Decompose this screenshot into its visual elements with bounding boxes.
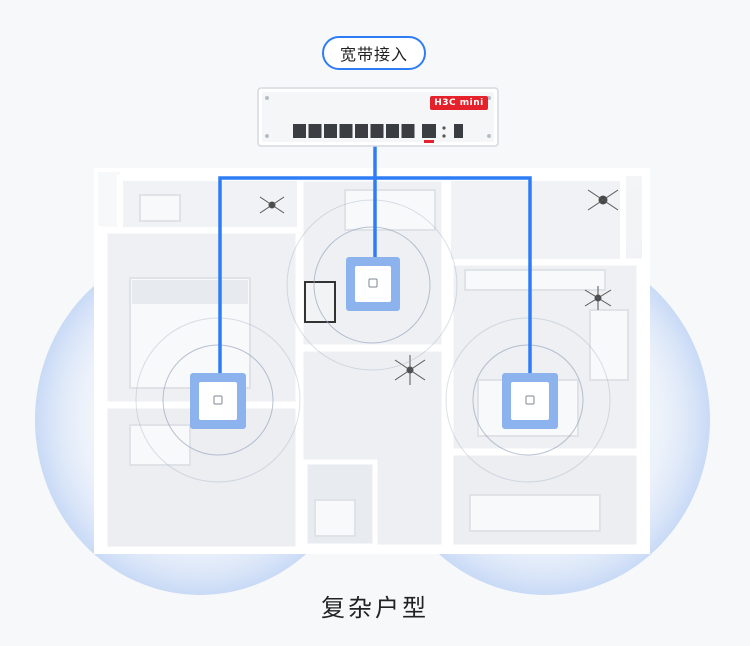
line-to-left-ap: [218, 176, 375, 376]
cabinet: [589, 309, 629, 381]
desk: [129, 424, 191, 466]
lan-port: [370, 124, 384, 138]
brand-logo: H3C mini: [430, 96, 488, 110]
kitchen-counter: [464, 269, 606, 291]
ethernet-lines: [218, 146, 532, 376]
lan-port: [386, 124, 399, 138]
washer: [314, 499, 356, 537]
bath-fixture: [469, 494, 601, 532]
plant-icon: [584, 286, 612, 310]
lan-port: [355, 124, 368, 138]
wan-port: [422, 124, 436, 138]
ap-left: [190, 373, 246, 429]
lan-port: [401, 124, 415, 138]
line-to-right-ap: [375, 176, 532, 376]
ap-icon: [368, 278, 378, 288]
lan-port: [324, 124, 337, 138]
ap-icon: [525, 395, 535, 405]
tv-unit: [304, 281, 336, 323]
broadband-access-label: 宽带接入: [322, 36, 426, 70]
lan-port: [308, 124, 322, 138]
shelf: [139, 194, 181, 222]
wardrobe: [344, 189, 436, 231]
router-ports: [293, 124, 415, 138]
plant-icon: [259, 196, 285, 214]
ap-right: [502, 373, 558, 429]
floor-plan: [94, 168, 650, 554]
plant-icon: [394, 355, 426, 385]
power-switch: [454, 124, 463, 138]
diagram-caption: 复杂户型: [321, 594, 429, 622]
ap-rings: [135, 199, 611, 483]
room-top-right: [445, 175, 626, 265]
lan-port: [293, 124, 306, 138]
ap-icon: [213, 395, 223, 405]
ap-center: [346, 257, 400, 311]
plant-icon: [587, 189, 619, 211]
lan-port: [339, 124, 353, 138]
